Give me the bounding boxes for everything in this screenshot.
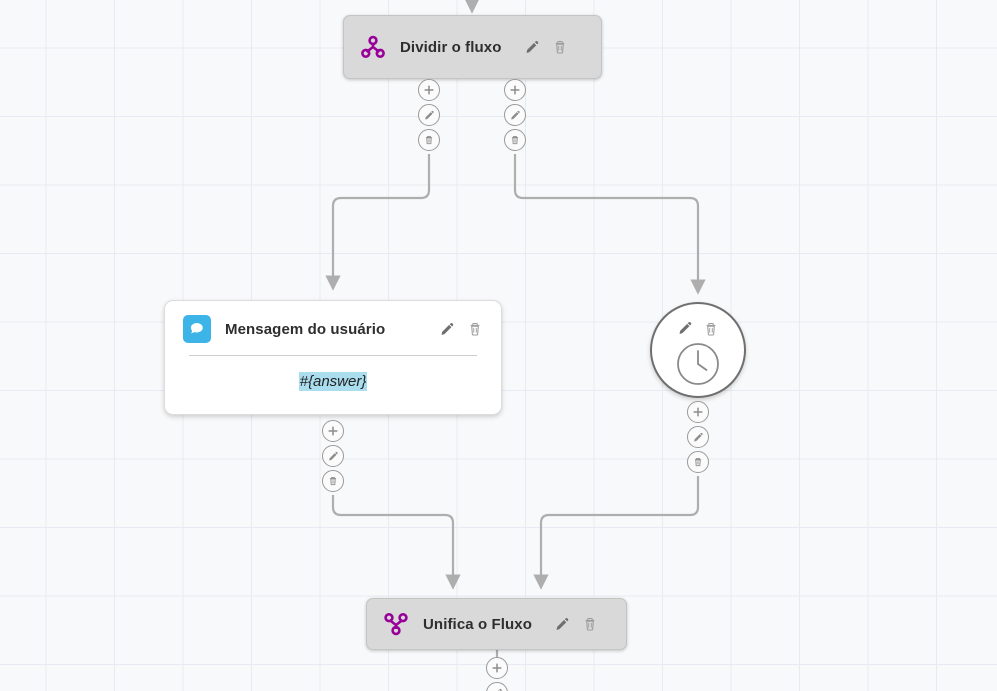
delete-edge-button[interactable] bbox=[418, 129, 440, 151]
edit-edge-button[interactable] bbox=[418, 104, 440, 126]
edge-split-to-delay bbox=[513, 154, 706, 295]
add-node-button[interactable] bbox=[687, 401, 709, 423]
add-node-button[interactable] bbox=[504, 79, 526, 101]
delete-icon[interactable] bbox=[582, 616, 598, 632]
node-user-message-header: Mensagem do usuário bbox=[165, 301, 501, 343]
edit-icon[interactable] bbox=[439, 321, 456, 338]
node-user-message-body: #{answer} bbox=[165, 356, 501, 391]
delete-edge-button[interactable] bbox=[322, 470, 344, 492]
delete-icon[interactable] bbox=[703, 321, 719, 337]
delete-icon[interactable] bbox=[552, 39, 568, 55]
node-merge-flow-title: Unifica o Fluxo bbox=[423, 615, 533, 633]
clock-icon bbox=[675, 341, 721, 387]
edge-user-message-to-merge bbox=[331, 495, 461, 590]
edge-split-to-user-message bbox=[325, 154, 431, 291]
node-user-message[interactable]: Mensagem do usuário bbox=[164, 300, 502, 415]
edge-buttons-merge-out[interactable] bbox=[486, 657, 508, 691]
edge-buttons-delay-out[interactable] bbox=[687, 401, 709, 473]
edge-buttons-split-right-branch[interactable] bbox=[504, 79, 526, 151]
node-split-flow-title: Dividir o fluxo bbox=[400, 38, 502, 56]
delete-edge-button[interactable] bbox=[504, 129, 526, 151]
node-delay[interactable] bbox=[650, 302, 746, 398]
node-split-flow-actions bbox=[524, 39, 568, 56]
node-split-flow[interactable]: Dividir o fluxo bbox=[343, 15, 602, 79]
edge-buttons-split-left-branch[interactable] bbox=[418, 79, 440, 151]
add-node-button[interactable] bbox=[486, 657, 508, 679]
node-merge-flow[interactable]: Unifica o Fluxo bbox=[366, 598, 627, 650]
message-variable-token: #{answer} bbox=[298, 372, 368, 391]
node-merge-flow-actions bbox=[554, 616, 598, 633]
edit-icon[interactable] bbox=[554, 616, 571, 633]
chat-bubble-icon bbox=[183, 315, 211, 343]
node-delay-actions bbox=[677, 320, 719, 337]
merge-flow-icon bbox=[383, 611, 409, 637]
edit-edge-button[interactable] bbox=[687, 426, 709, 448]
edit-edge-button[interactable] bbox=[486, 682, 508, 691]
delete-icon[interactable] bbox=[467, 321, 483, 337]
edit-edge-button[interactable] bbox=[504, 104, 526, 126]
edit-icon[interactable] bbox=[524, 39, 541, 56]
edit-edge-button[interactable] bbox=[322, 445, 344, 467]
edge-delay-to-merge bbox=[533, 476, 700, 590]
node-divider bbox=[188, 355, 478, 356]
node-user-message-title: Mensagem do usuário bbox=[225, 320, 386, 338]
split-flow-icon bbox=[360, 34, 386, 60]
add-node-button[interactable] bbox=[322, 420, 344, 442]
add-node-button[interactable] bbox=[418, 79, 440, 101]
delete-edge-button[interactable] bbox=[687, 451, 709, 473]
node-user-message-actions bbox=[439, 321, 483, 338]
edge-buttons-user-message-out[interactable] bbox=[322, 420, 344, 492]
edit-icon[interactable] bbox=[677, 320, 694, 337]
